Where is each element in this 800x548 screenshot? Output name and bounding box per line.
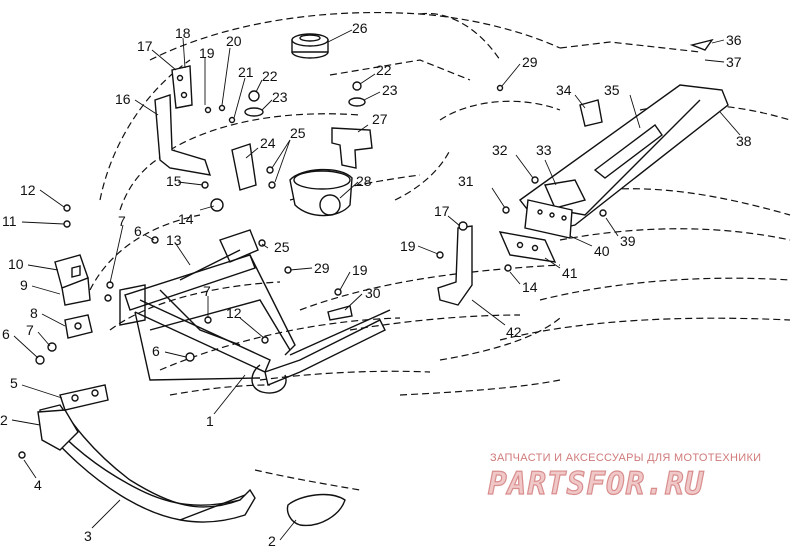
callout-28: 28 [356, 173, 372, 189]
callout-6-upper: 6 [134, 223, 142, 239]
callout-25-mid: 25 [274, 239, 290, 255]
callout-12-mid: 12 [226, 305, 242, 321]
callout-22-left: 22 [262, 68, 278, 84]
callout-9: 9 [20, 277, 28, 293]
callout-20: 20 [226, 33, 242, 49]
callout-13: 13 [166, 232, 182, 248]
callout-32: 32 [492, 142, 508, 158]
callout-19-mid: 19 [352, 262, 368, 278]
watermark-tagline: ЗАПЧАСТИ И АКСЕССУАРЫ ДЛЯ МОТОТЕХНИКИ [490, 452, 762, 464]
upper-left-brackets [154, 65, 212, 176]
callout-33: 33 [536, 142, 552, 158]
right-rail-assembly [498, 38, 729, 263]
callout-11: 11 [2, 213, 17, 229]
fuel-tank-area [289, 33, 353, 217]
callout-42: 42 [506, 324, 522, 340]
callout-36: 36 [726, 32, 742, 48]
callout-35: 35 [604, 82, 620, 98]
leader-lines [11, 29, 741, 541]
callout-7-upper: 7 [118, 213, 126, 229]
bumper-bracket [59, 384, 109, 411]
callout-14-left: 14 [178, 211, 194, 227]
front-bumper [37, 404, 346, 527]
callout-23-left: 23 [272, 89, 288, 105]
callout-17-left: 17 [137, 38, 153, 54]
callout-labels: 1 2 2 3 4 5 6 6 6 7 7 7 8 9 10 11 12 12 … [0, 20, 752, 548]
callout-24: 24 [260, 135, 276, 151]
callout-31: 31 [458, 173, 474, 189]
right-side-bracket [437, 221, 473, 306]
callout-25-top: 25 [290, 125, 306, 141]
callout-2-top: 2 [0, 412, 8, 428]
callout-12-left: 12 [20, 182, 36, 198]
callout-26: 26 [352, 20, 368, 36]
callout-7-mid: 7 [203, 283, 211, 299]
tank-bracket [331, 81, 373, 169]
callout-4: 4 [34, 477, 42, 493]
callout-10: 10 [8, 256, 24, 272]
watermark-logo: PARTSFOR.RU [487, 465, 705, 502]
callout-23-right: 23 [382, 82, 398, 98]
callout-16: 16 [115, 91, 131, 107]
callout-5: 5 [10, 375, 18, 391]
callout-2-bottom: 2 [268, 533, 276, 548]
callout-21: 21 [238, 64, 254, 80]
callout-27: 27 [372, 111, 388, 127]
callout-41: 41 [562, 265, 578, 281]
callout-6-left: 6 [2, 326, 10, 342]
callout-7-left: 7 [26, 322, 34, 338]
callout-14-right: 14 [522, 279, 538, 295]
callout-38: 38 [736, 133, 752, 149]
callout-17-right: 17 [434, 203, 450, 219]
callout-15: 15 [166, 173, 182, 189]
upper-mid-parts [231, 90, 276, 191]
callout-19-top: 19 [199, 45, 215, 61]
front-frame-assembly [119, 229, 391, 394]
callout-34: 34 [556, 82, 572, 98]
callout-8: 8 [30, 305, 38, 321]
callout-39: 39 [620, 233, 636, 249]
callout-22-right: 22 [376, 62, 392, 78]
callout-18: 18 [175, 25, 191, 41]
callout-37: 37 [726, 54, 742, 70]
body-outline [89, 11, 791, 491]
callout-1: 1 [206, 413, 214, 429]
callout-3: 3 [84, 528, 92, 544]
callout-29-top: 29 [522, 54, 538, 70]
callout-6-mid: 6 [152, 343, 160, 359]
callout-19-right: 19 [400, 238, 416, 254]
left-mount-parts [54, 204, 93, 339]
callout-30: 30 [365, 285, 381, 301]
callout-40: 40 [594, 243, 610, 259]
callout-29-mid: 29 [314, 260, 330, 276]
